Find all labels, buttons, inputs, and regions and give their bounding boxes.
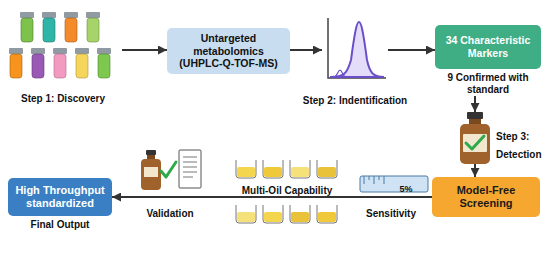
- amber-bottle-part: [469, 119, 481, 124]
- amber-bottle-part: [463, 134, 487, 152]
- oil-beakers-part: [237, 212, 255, 222]
- oil-beakers-part: [290, 205, 310, 223]
- oil-beakers-part: [236, 205, 256, 223]
- step-label: Step 3: Detection: [496, 131, 542, 160]
- oil-beakers-part: [263, 205, 283, 223]
- ruler-icon-part: [364, 176, 384, 184]
- vial-set-part: [65, 18, 77, 42]
- vial-set-part: [43, 18, 55, 42]
- amber-bottle-part: [460, 124, 490, 164]
- oil-beakers-part: [264, 167, 282, 177]
- oil-beakers-part: [263, 160, 283, 178]
- ruler-icon: [360, 176, 428, 192]
- amber-bottle-part: [466, 136, 484, 149]
- flow-arrow: [474, 96, 476, 112]
- validation-icons: [141, 150, 201, 190]
- box-fill: Model-Free Screening: [432, 177, 540, 217]
- step-label-holder: Step 2: Indentification: [300, 90, 410, 108]
- vial-set: [9, 12, 111, 78]
- detection-step: Step 3: Detection: [458, 112, 492, 164]
- vial-set-part: [31, 48, 45, 54]
- label-holder: Validation: [130, 203, 210, 221]
- box-fill: 34 Characteristic Markers: [435, 25, 541, 69]
- flow-arrow: [112, 196, 432, 198]
- validation-icons-part: [161, 162, 176, 177]
- chromatogram-icon-part: [330, 22, 384, 77]
- vial-set-part: [64, 12, 78, 18]
- box-text: High Throughput standardized: [12, 184, 108, 210]
- box-fill: High Throughput standardized: [8, 178, 112, 216]
- flow-arrow: [290, 49, 322, 51]
- marker-box: 34 Characteristic Markers 9 Confirmed wit…: [435, 25, 541, 96]
- flow-arrow: [474, 164, 476, 177]
- vial-set-part: [54, 54, 66, 78]
- validation-icons-part: [183, 157, 197, 177]
- step-label-holder: Step 1: Discovery: [4, 88, 122, 106]
- vial-set-part: [97, 48, 111, 54]
- vial-set-part: [21, 18, 33, 42]
- amber-bottle-part: [467, 112, 483, 119]
- box-caption: 9 Confirmed with standard: [445, 72, 531, 96]
- box-text: Untargeted metabolomics (UHPLC-Q-TOF-MS): [171, 32, 286, 70]
- oil-beakers: [236, 160, 337, 223]
- oil-beakers-part: [237, 167, 255, 177]
- feature-label: Validation: [145, 208, 194, 219]
- vial-set-part: [75, 48, 89, 54]
- oil-beakers-part: [318, 167, 336, 177]
- vial-set-part: [42, 12, 56, 18]
- oil-beakers-part: [318, 212, 336, 222]
- flow-arrow: [122, 49, 167, 51]
- process-box: Untargeted metabolomics (UHPLC-Q-TOF-MS): [167, 28, 290, 74]
- box-caption: Final Output: [8, 219, 112, 231]
- percent-value: 5%: [398, 184, 413, 194]
- screening-box: Model-Free Screening: [432, 177, 540, 217]
- validation-icons-part: [144, 167, 158, 177]
- oil-beakers-part: [291, 212, 309, 222]
- box-text: Model-Free Screening: [436, 184, 536, 210]
- vial-set-part: [10, 54, 22, 78]
- step-label-holder: Step 3: Detection: [496, 126, 546, 162]
- vial-set-part: [86, 12, 100, 18]
- step-label: Step 1: Discovery: [21, 93, 105, 104]
- feature-label: Sensitivity: [365, 208, 417, 219]
- chromatogram-icon: [328, 18, 386, 78]
- ruler-icon-part: [360, 176, 428, 192]
- validation-icons-part: [179, 150, 201, 188]
- oil-beakers-part: [317, 160, 337, 178]
- chromatogram-step: Step 2: Indentification: [322, 14, 388, 84]
- oil-beakers-part: [264, 212, 282, 222]
- box-fill: Untargeted metabolomics (UHPLC-Q-TOF-MS): [167, 28, 290, 74]
- oil-beakers-part: [291, 167, 309, 177]
- label-holder: Multi-Oil Capability: [222, 180, 352, 198]
- vial-set-part: [53, 48, 67, 54]
- vial-set-part: [9, 48, 23, 54]
- vial-set-part: [87, 18, 99, 42]
- label-holder: 5%: [386, 178, 426, 196]
- flow-arrow: [388, 49, 435, 51]
- oil-beakers-part: [317, 205, 337, 223]
- amber-bottle: [460, 112, 490, 164]
- vials-step: Step 1: Discovery: [4, 8, 122, 104]
- vial-set-part: [20, 12, 34, 18]
- feature-label: Multi-Oil Capability: [241, 185, 334, 196]
- validation-icons-part: [141, 159, 161, 190]
- vial-set-part: [98, 54, 110, 78]
- oil-beakers-part: [290, 160, 310, 178]
- step-label: Step 2: Indentification: [303, 95, 407, 106]
- validation-icons-part: [146, 150, 156, 155]
- vial-set-part: [32, 54, 44, 78]
- box-text: 34 Characteristic Markers: [439, 34, 537, 59]
- validation-icons-part: [147, 155, 155, 159]
- oil-beakers-part: [236, 160, 256, 178]
- vial-set-part: [76, 54, 88, 78]
- chromatogram-icon-part: [328, 18, 386, 78]
- label-holder: Sensitivity: [350, 203, 432, 221]
- chromatogram-icon-part: [334, 70, 346, 77]
- output-box: High Throughput standardizedFinal Output: [8, 178, 112, 231]
